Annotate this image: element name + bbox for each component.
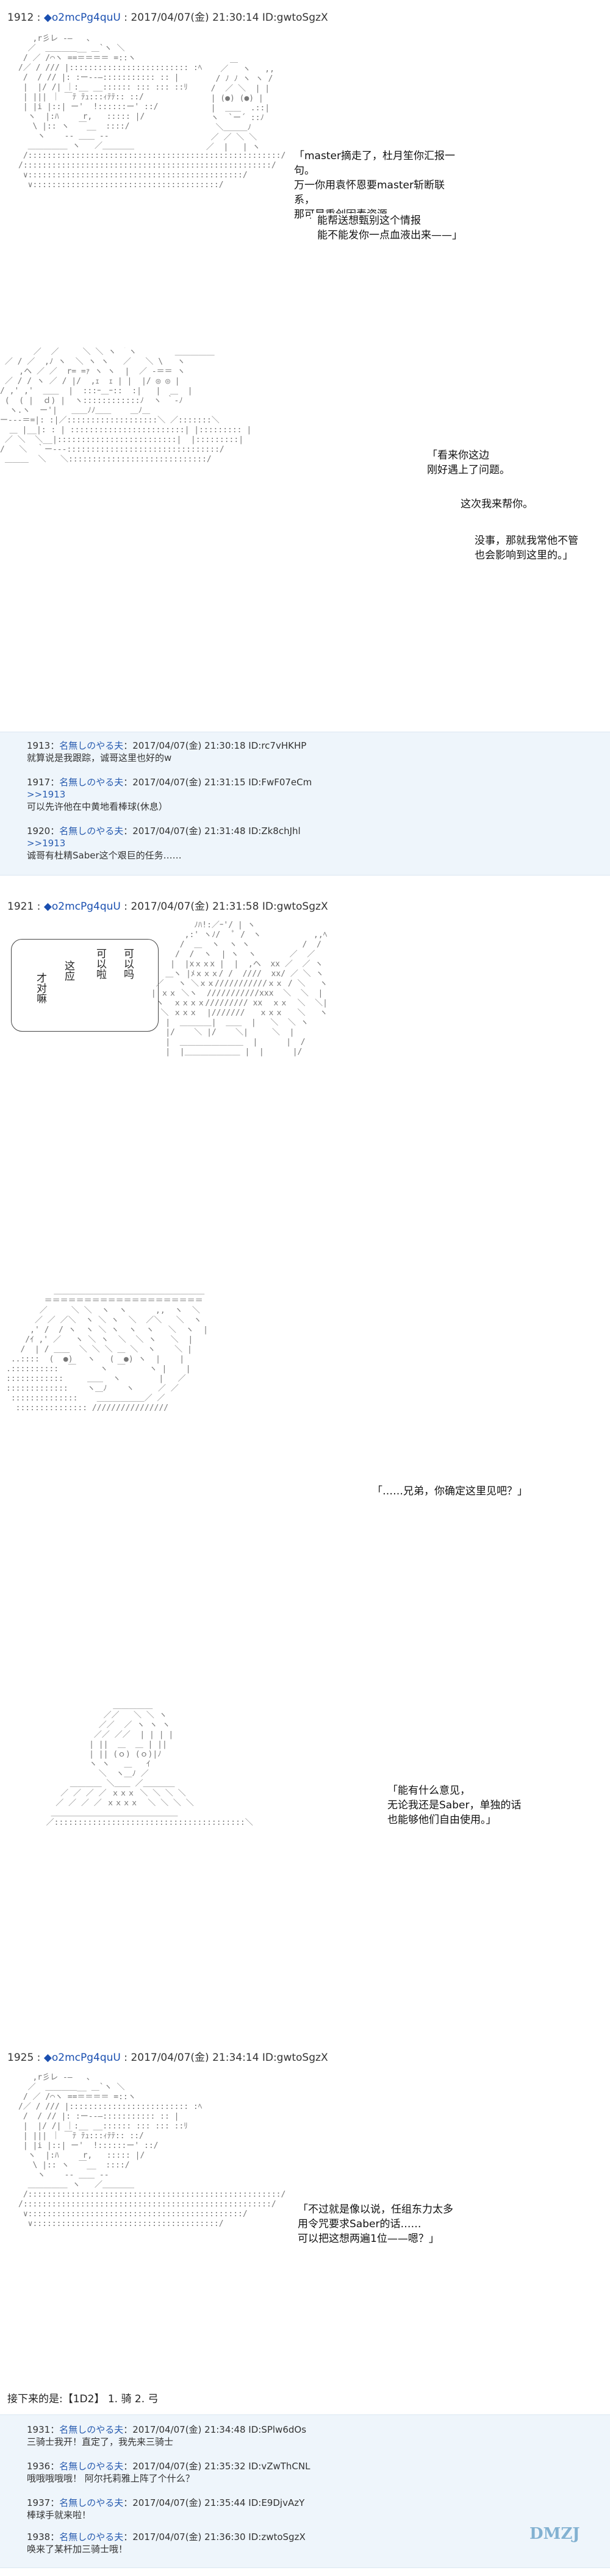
dice-roll-line: 接下来的是:【1D2】 1. 骑 2. 弓 (7, 2393, 159, 2405)
reply-quote-link[interactable]: >>1913 (27, 789, 66, 800)
reply-name[interactable]: 名無しのやる夫 (59, 2461, 124, 2472)
reply-text: 唤来了某杆加三骑士哦！ (27, 2544, 128, 2555)
dialogue-column: 可以吗 (121, 948, 134, 979)
reply-text: 三骑士我开！直定了，我先来三骑士 (27, 2436, 174, 2447)
poster-name[interactable]: ◆o2mcPg4quU (43, 12, 121, 24)
speech-bubble-7: 「能有什么意见， 无论我还是Saber，单独的话 也能够他们自由使用。」 (381, 1783, 576, 1827)
dialogue-line: 「……兄弟，你确定这里见吧？」 (372, 1485, 528, 1497)
dialogue-line: 也能够他们自由使用。」 (387, 1814, 497, 1826)
ascii-art-scene-4: ＿＿＿＿＿＿＿＿＿＿＿＿＿＿＿＿＿＿＿ ＝＝＝＝＝＝＝＝＝＝＝＝＝＝＝＝＝＝＝＝… (6, 1286, 208, 1413)
dialogue-column: 可以啦 (94, 948, 106, 979)
post-number: 1925 (7, 2052, 34, 2064)
reply-name[interactable]: 名無しのやる夫 (59, 777, 124, 788)
poster-name[interactable]: ◆o2mcPg4quU (43, 2052, 121, 2064)
reply-1937: 1937：名無しのやる夫：2017/04/07(金) 21:35:44 ID:E… (27, 2497, 305, 2521)
reply-meta: 2017/04/07(金) 21:35:32 ID:vZwThCNL (132, 2461, 310, 2472)
reply-number: 1937 (27, 2497, 51, 2508)
reply-block-2: 1931：名無しのやる夫：2017/04/07(金) 21:34:48 ID:S… (0, 2414, 610, 2568)
speech-bubble-3: 「看来你这边 刚好遇上了问题。 (421, 448, 598, 477)
speech-bubble-1: 「master摘走了，杜月笙你汇报一句。 万一你用袁怀恩要master斩断联系，… (288, 149, 465, 222)
dialogue-line: 「master摘走了，杜月笙你汇报一句。 (294, 150, 455, 177)
post-meta: 2017/04/07(金) 21:34:14 ID:gwtoSgzX (131, 2052, 328, 2064)
post-header-1921: 1921 : ◆o2mcPg4quU : 2017/04/07(金) 21:31… (7, 901, 328, 913)
site-watermark-logo: DMZJ (529, 2525, 580, 2543)
reply-meta: 2017/04/07(金) 21:36:30 ID:zwtoSgzX (132, 2531, 306, 2542)
speech-bubble-5: 没事，那就我常他不管 也会影响到这里的。」 (468, 533, 603, 563)
reply-text: 就算说是我跟踪，诚哥这里也好的w (27, 752, 172, 763)
reply-meta: 2017/04/07(金) 21:31:48 ID:Zk8chJhl (132, 826, 301, 837)
reply-meta: 2017/04/07(金) 21:30:18 ID:rc7vHKHP (132, 740, 307, 751)
reply-number: 1920 (27, 826, 51, 837)
ascii-art-scene-3: ﾉﾊ!:／ｰ'/ | ヽ ,:' ヽﾉ/ ﾟ / ヽ ,,ﾍ / ＿ ヽ ヽ ヽ… (151, 921, 328, 1057)
reply-number: 1938 (27, 2531, 51, 2542)
reply-number: 1913 (27, 740, 51, 751)
speech-bubble-8: 「不过就是像以说，任组东力太多 用令咒要求Saber的话…… 可以把这想两遍1位… (292, 2202, 475, 2246)
reply-name[interactable]: 名無しのやる夫 (59, 2424, 124, 2435)
speech-bubble-2: 能帮送想甄别这个情报 能不能发你一点血液出来——」 (311, 213, 488, 243)
dialogue-line: 能不能发你一点血液出来——」 (317, 229, 462, 241)
reply-quote-link[interactable]: >>1913 (27, 838, 66, 849)
reply-name[interactable]: 名無しのやる夫 (59, 826, 124, 837)
reply-1938: 1938：名無しのやる夫：2017/04/07(金) 21:36:30 ID:z… (27, 2531, 306, 2555)
ascii-art-scene-2: ／ ／ ＼ ＼ ヽ ｀ヽ ＿＿＿＿＿ ／ / ／ ,ﾉ ヽ ＼ ヽ ヽ ／ ＼ … (0, 348, 252, 464)
reply-text: 哦哦哦哦哦！ 阿尔托莉雅上阵了个什么？ (27, 2473, 195, 2484)
reply-text: 可以先许他在中黄地看棒球(休息） (27, 801, 168, 812)
speech-bubble-6: 「……兄弟，你确定这里见吧？」 (366, 1484, 567, 1499)
vertical-speech-bubble: 可以吗 可以啦 这应 才对嘛 (11, 939, 159, 1032)
reply-name[interactable]: 名無しのやる夫 (59, 2531, 124, 2542)
speech-bubble-4: 这次我来帮你。 (454, 497, 576, 512)
dialogue-column: 这应 (62, 960, 74, 981)
post-header-1925: 1925 : ◆o2mcPg4quU : 2017/04/07(金) 21:34… (7, 2052, 328, 2064)
dialogue-line: 万一你用袁怀恩要master斩断联系， (294, 179, 445, 206)
reply-1936: 1936：名無しのやる夫：2017/04/07(金) 21:35:32 ID:v… (27, 2461, 310, 2484)
reply-1920: 1920：名無しのやる夫：2017/04/07(金) 21:31:48 ID:Z… (27, 826, 301, 861)
reply-name[interactable]: 名無しのやる夫 (59, 2497, 124, 2508)
ascii-art-figure-1: ,r彡レ ‐― ､ ／ ＿＿＿＿__ ＿`ヽ ＼ / ／ /⌒ヽ ==＝＝＝＝ … (18, 34, 286, 190)
dialogue-line: 能帮送想甄别这个情报 (317, 215, 421, 227)
post-header-1912: 1912 : ◆o2mcPg4quU : 2017/04/07(金) 21:30… (7, 12, 328, 24)
reply-1931: 1931：名無しのやる夫：2017/04/07(金) 21:34:48 ID:S… (27, 2424, 307, 2447)
reply-name[interactable]: 名無しのやる夫 (59, 740, 124, 751)
post-number: 1921 (7, 901, 34, 913)
dialogue-line: 「看来你这边 (427, 449, 489, 462)
ascii-art-figure-3: ,r彡レ ‐― ､ ／ ＿＿＿＿__ ＿`ヽ ＼ / ／ /⌒ヽ ==＝＝＝＝ … (18, 2073, 286, 2228)
reply-meta: 2017/04/07(金) 21:34:48 ID:SPlw6dOs (132, 2424, 307, 2435)
reply-block-1: 1913：名無しのやる夫：2017/04/07(金) 21:30:18 ID:r… (0, 732, 610, 876)
reply-meta: 2017/04/07(金) 21:31:15 ID:FwF07eCm (132, 777, 312, 788)
dialogue-column: 才对嘛 (34, 972, 46, 1004)
reply-1913: 1913：名無しのやる夫：2017/04/07(金) 21:30:18 ID:r… (27, 740, 307, 763)
dialogue-line: 「不过就是像以说，任组东力太多 (298, 2203, 453, 2216)
reply-number: 1936 (27, 2461, 51, 2472)
reply-meta: 2017/04/07(金) 21:35:44 ID:E9DjvAzY (132, 2497, 305, 2508)
dialogue-line: 「能有什么意见， (387, 1785, 470, 1797)
post-meta: 2017/04/07(金) 21:30:14 ID:gwtoSgzX (131, 12, 328, 24)
reply-text: 诚哥有杜精Saber这个艰巨的任务…… (27, 850, 182, 861)
dialogue-line: 可以把这想两遍1位——嗯？」 (298, 2233, 439, 2245)
ascii-art-figure-2: ＿ ／ ヽ ,, / ﾉ ﾉ ヽ ヽ / / ／ ＼ | | | (●) (●)… (206, 55, 274, 152)
ascii-art-scene-5: ＿＿＿＿＿ ／／ ＼ ＼ ヽ ／／ ／ ヽ ヽ ヽ ／／ ／／ | | | | … (46, 1701, 253, 1827)
dialogue-line: 这次我来帮你。 (461, 498, 533, 510)
poster-name[interactable]: ◆o2mcPg4quU (43, 901, 121, 913)
reply-number: 1917 (27, 777, 51, 788)
post-number: 1912 (7, 12, 34, 24)
reply-1917: 1917：名無しのやる夫：2017/04/07(金) 21:31:15 ID:F… (27, 777, 312, 812)
dialogue-line: 无论我还是Saber，单独的话 (387, 1799, 522, 1811)
reply-text: 棒球手就来啦！ (27, 2510, 92, 2521)
dialogue-line: 没事，那就我常他不管 (475, 535, 578, 547)
reply-number: 1931 (27, 2424, 51, 2435)
dialogue-line: 也会影响到这里的。」 (475, 549, 573, 562)
dialogue-line: 刚好遇上了问题。 (427, 464, 510, 476)
dialogue-line: 用令咒要求Saber的话…… (298, 2218, 422, 2230)
post-meta: 2017/04/07(金) 21:31:58 ID:gwtoSgzX (131, 901, 328, 913)
